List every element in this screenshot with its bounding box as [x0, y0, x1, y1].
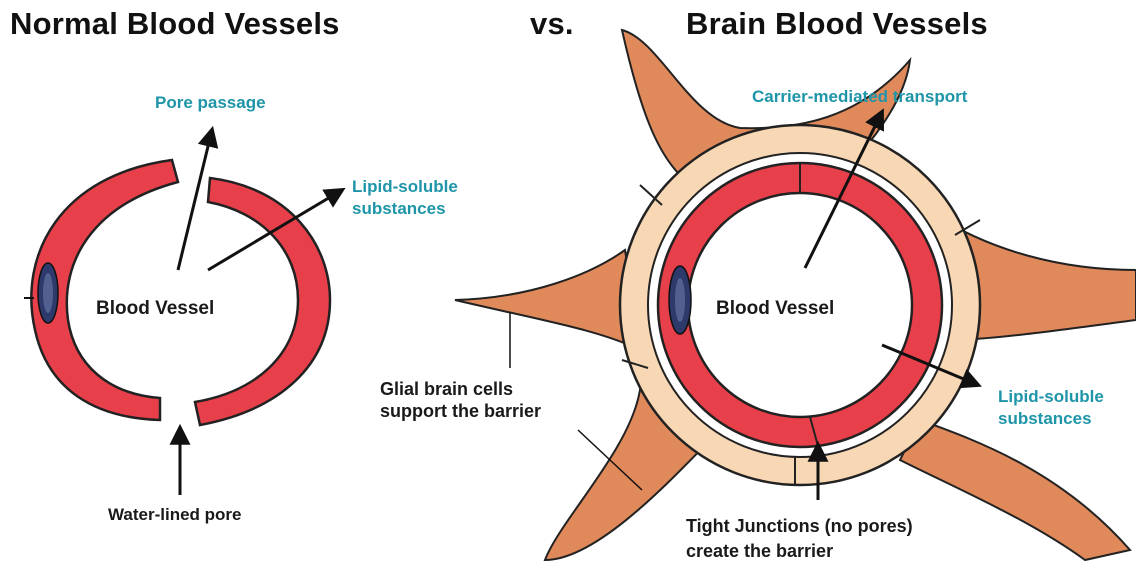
label-glial-line2: support the barrier: [380, 400, 541, 422]
label-lipid-normal-line1: Lipid-soluble: [352, 176, 458, 198]
pore-passage-arrow: [178, 130, 212, 270]
label-pore-passage: Pore passage: [155, 92, 266, 114]
label-lipid-brain-line1: Lipid-soluble: [998, 386, 1104, 408]
label-normal-vessel: Blood Vessel: [96, 298, 214, 320]
glial-cell-left: [455, 250, 640, 350]
label-lipid-brain: Lipid-soluble substances: [998, 386, 1104, 430]
normal-vessel-wall-right: [195, 178, 330, 425]
label-brain-vessel: Blood Vessel: [716, 298, 834, 320]
label-carrier: Carrier-mediated transport: [752, 86, 967, 108]
label-lipid-brain-line2: substances: [998, 408, 1104, 430]
label-glial: Glial brain cells support the barrier: [380, 378, 541, 422]
label-tight-line2: create the barrier: [686, 539, 913, 564]
label-tight-line1: Tight Junctions (no pores): [686, 514, 913, 539]
heading-vs: vs.: [530, 6, 574, 42]
label-glial-line1: Glial brain cells: [380, 378, 541, 400]
label-lipid-normal: Lipid-soluble substances: [352, 176, 458, 220]
heading-brain: Brain Blood Vessels: [686, 6, 988, 42]
glial-cell-bottom-right: [900, 420, 1130, 560]
heading-normal: Normal Blood Vessels: [10, 6, 340, 42]
label-water-pore: Water-lined pore: [108, 504, 242, 526]
brain-vessel: [455, 30, 1136, 560]
label-lipid-normal-line2: substances: [352, 198, 458, 220]
label-tight-junctions: Tight Junctions (no pores) create the ba…: [686, 514, 913, 564]
